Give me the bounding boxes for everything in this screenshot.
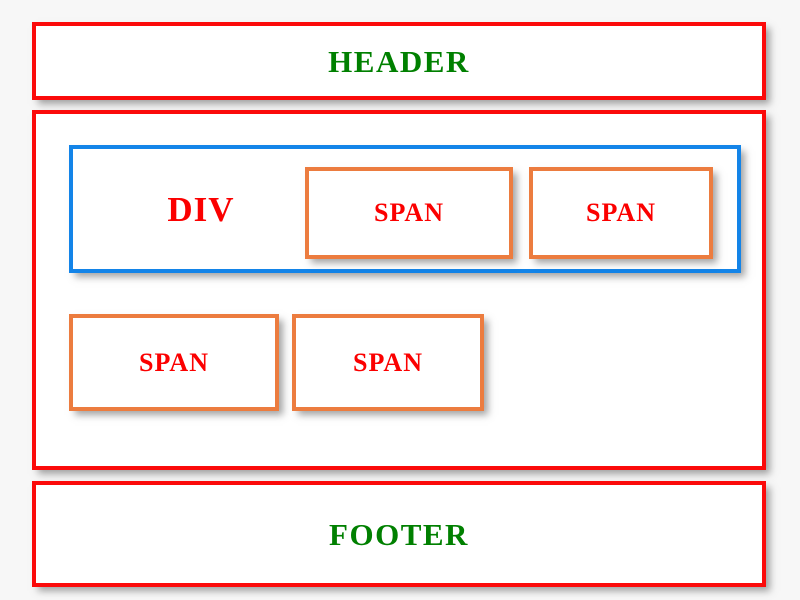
header-section: HEADER [32, 22, 766, 100]
span-label: SPAN [374, 198, 444, 227]
span-box-outer-1: SPAN [69, 314, 279, 411]
div-label-wrapper: DIV [99, 149, 303, 269]
main-section: DIV SPAN SPAN SPAN SPAN [32, 110, 766, 470]
span-label: SPAN [139, 347, 209, 377]
span-box-inner-1: SPAN [305, 167, 513, 259]
footer-label: FOOTER [329, 516, 469, 552]
div-label: DIV [167, 189, 235, 229]
header-label: HEADER [328, 43, 470, 79]
footer-section: FOOTER [32, 481, 766, 587]
div-block: DIV SPAN SPAN [69, 145, 741, 273]
span-box-inner-2: SPAN [529, 167, 713, 259]
span-label: SPAN [586, 198, 656, 227]
span-label: SPAN [353, 347, 423, 377]
span-box-outer-2: SPAN [292, 314, 484, 411]
